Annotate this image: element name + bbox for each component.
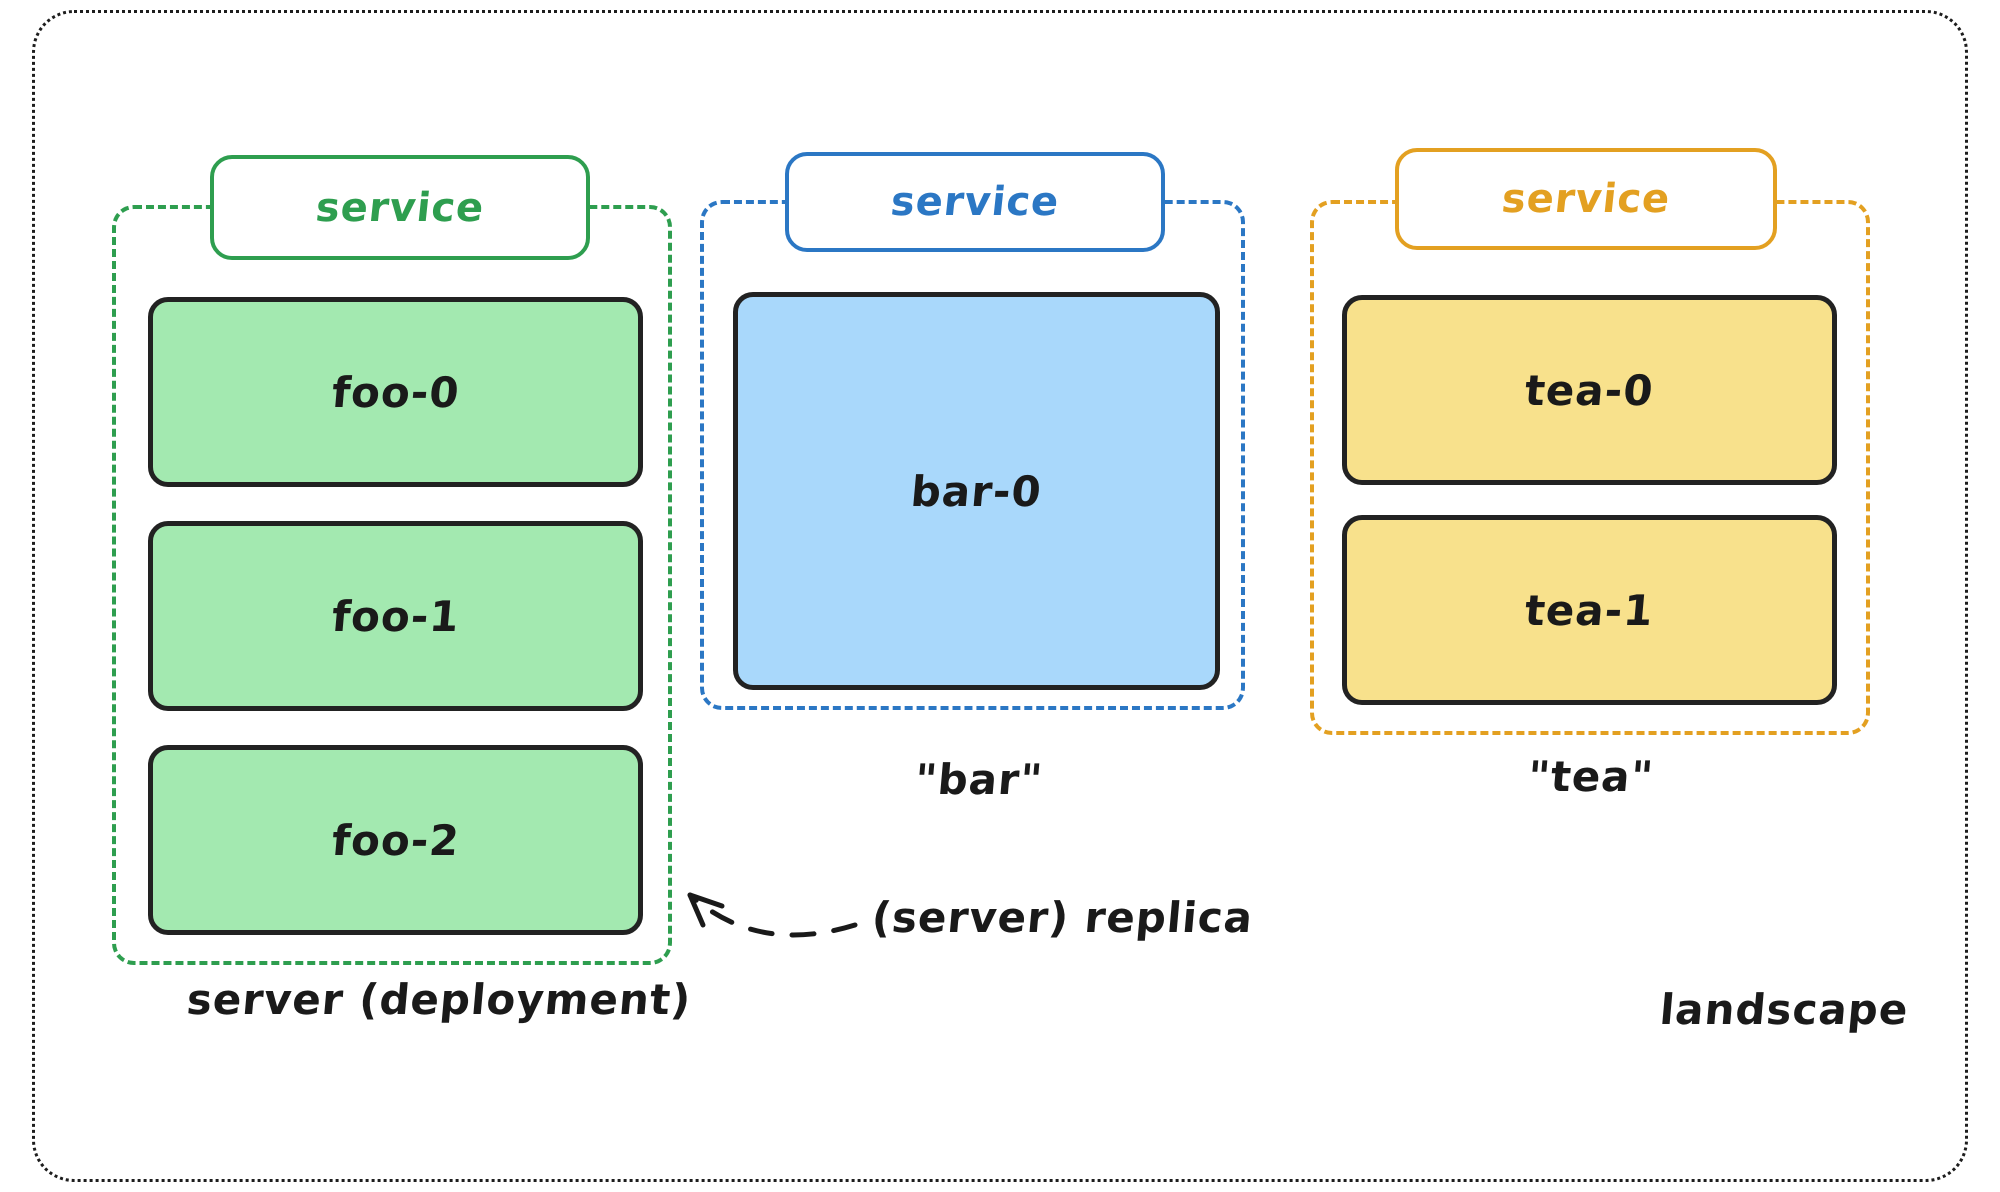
node-label: tea-1 xyxy=(1523,585,1656,635)
annotation-replica-label: (server) replica xyxy=(869,893,1256,942)
node-label: foo-1 xyxy=(329,591,462,641)
node-bar-0[interactable]: bar-0 xyxy=(733,292,1220,690)
node-foo-2[interactable]: foo-2 xyxy=(148,745,643,935)
node-foo-0[interactable]: foo-0 xyxy=(148,297,643,487)
node-label: foo-0 xyxy=(329,367,462,417)
caption-bar: "bar" xyxy=(912,755,1046,804)
caption-landscape: landscape xyxy=(1657,985,1911,1034)
service-pill-label: service xyxy=(888,179,1062,225)
node-label: bar-0 xyxy=(908,466,1045,516)
node-foo-1[interactable]: foo-1 xyxy=(148,521,643,711)
caption-tea: "tea" xyxy=(1525,752,1656,801)
service-pill-tea[interactable]: service xyxy=(1395,148,1777,250)
caption-server-deployment: server (deployment) xyxy=(184,975,694,1024)
service-pill-bar[interactable]: service xyxy=(785,152,1165,252)
node-label: tea-0 xyxy=(1523,365,1656,415)
callout-arrow-head xyxy=(687,892,725,928)
node-tea-1[interactable]: tea-1 xyxy=(1342,515,1837,705)
node-label: foo-2 xyxy=(329,815,462,865)
callout-arrow-line xyxy=(687,892,858,938)
service-pill-server[interactable]: service xyxy=(210,155,590,260)
service-pill-label: service xyxy=(1499,176,1673,222)
node-tea-0[interactable]: tea-0 xyxy=(1342,295,1837,485)
service-pill-label: service xyxy=(313,184,487,231)
